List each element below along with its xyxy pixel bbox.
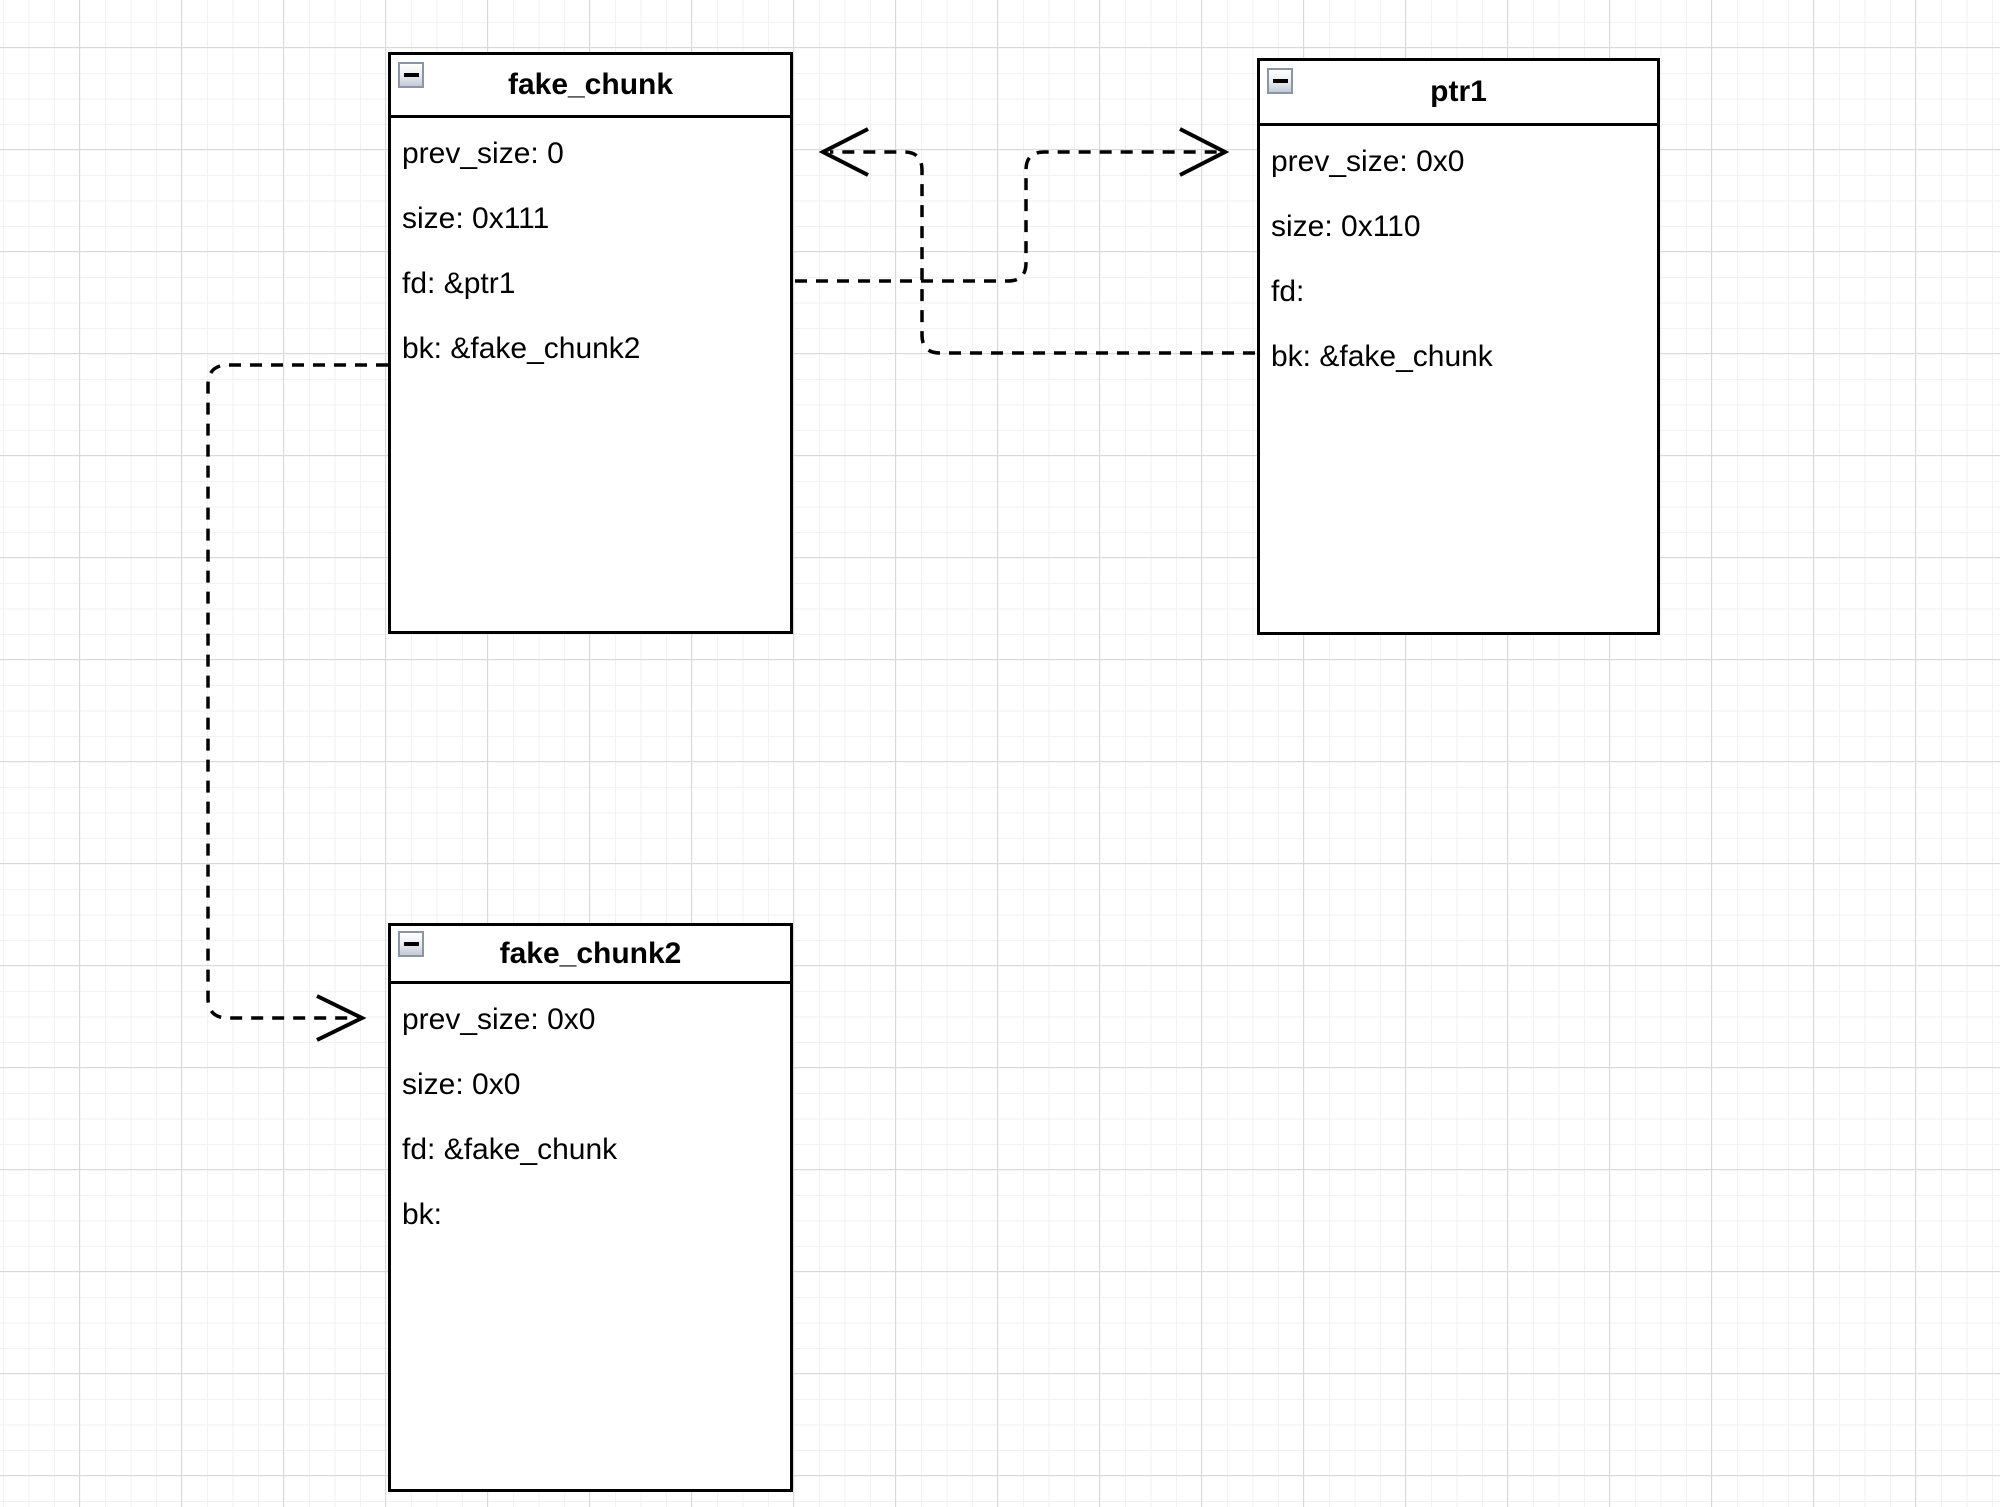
edge-bk-to-fake-chunk[interactable] xyxy=(818,127,1255,355)
field-bk: bk: xyxy=(402,1198,443,1231)
field-prev-size: prev_size: 0x0 xyxy=(1271,145,1465,178)
entity-ptr1-titlebar: ptr1 xyxy=(1260,61,1657,126)
collapse-button[interactable] xyxy=(1267,68,1293,94)
arrowhead-right-icon xyxy=(316,994,367,1042)
entity-fake-chunk-fields: prev_size: 0 size: 0x111 fd: &ptr1 bk: &… xyxy=(391,118,790,381)
field-fd: fd: &fake_chunk xyxy=(402,1133,618,1166)
field-prev-size: prev_size: 0x0 xyxy=(402,1003,596,1036)
entity-ptr1[interactable]: ptr1 prev_size: 0x0 size: 0x110 fd: bk: … xyxy=(1257,58,1660,635)
edge-bk-to-fake-chunk2-line xyxy=(206,363,388,1020)
field-bk: bk: &fake_chunk xyxy=(1271,340,1493,373)
edge-bk-to-fake-chunk-line xyxy=(830,150,1255,355)
field-fd: fd: xyxy=(1271,275,1305,308)
collapse-button[interactable] xyxy=(398,931,424,957)
entity-fake-chunk2[interactable]: fake_chunk2 prev_size: 0x0 size: 0x0 fd:… xyxy=(388,923,793,1492)
entity-fake-chunk2-titlebar: fake_chunk2 xyxy=(391,926,790,984)
minus-icon xyxy=(1272,79,1288,83)
field-fd: fd: &ptr1 xyxy=(402,267,516,300)
minus-icon xyxy=(403,942,419,946)
field-size: size: 0x0 xyxy=(402,1068,521,1101)
entity-title: ptr1 xyxy=(1430,75,1487,108)
field-size: size: 0x110 xyxy=(1271,210,1421,243)
edge-fd-to-ptr1[interactable] xyxy=(795,127,1230,283)
arrowhead-right-icon xyxy=(1179,127,1230,177)
entity-fake-chunk2-fields: prev_size: 0x0 size: 0x0 fd: &fake_chunk… xyxy=(391,984,790,1247)
edge-bk-to-fake-chunk2[interactable] xyxy=(206,363,388,1042)
entity-title: fake_chunk2 xyxy=(499,936,682,970)
entity-fake-chunk-titlebar: fake_chunk xyxy=(391,55,790,118)
field-size: size: 0x111 xyxy=(402,202,550,235)
field-bk: bk: &fake_chunk2 xyxy=(402,332,641,365)
minus-icon xyxy=(403,73,419,77)
entity-ptr1-fields: prev_size: 0x0 size: 0x110 fd: bk: &fake… xyxy=(1260,126,1657,389)
arrowhead-left-icon xyxy=(818,127,869,177)
edge-fd-to-ptr1-line xyxy=(795,150,1218,283)
entity-title: fake_chunk xyxy=(507,68,674,101)
entity-fake-chunk[interactable]: fake_chunk prev_size: 0 size: 0x111 fd: … xyxy=(388,52,793,634)
field-prev-size: prev_size: 0 xyxy=(402,137,564,170)
collapse-button[interactable] xyxy=(398,62,424,88)
